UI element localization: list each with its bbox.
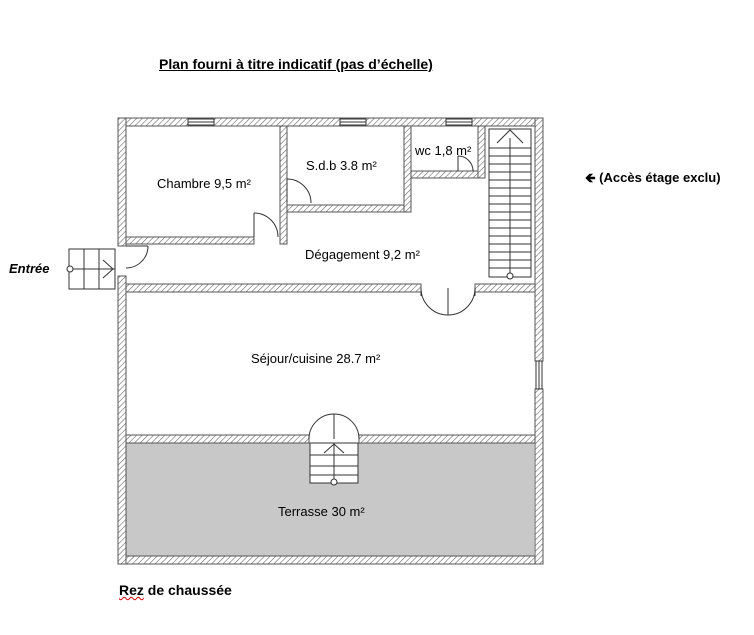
room-label-wc: wc 1,8 m² bbox=[415, 143, 472, 158]
entrance-label: Entrée bbox=[9, 261, 50, 276]
interior-walls bbox=[125, 125, 536, 444]
room-label-bathroom: S.d.b 3.8 m² bbox=[306, 158, 377, 173]
plan-title: Plan fourni à titre indicatif (pas d’éch… bbox=[159, 56, 433, 72]
upstairs-access-note: 🡸 (Accès étage exclu) bbox=[585, 170, 721, 185]
room-label-living: Séjour/cuisine 28.7 m² bbox=[251, 351, 381, 366]
level-label: Rez de chaussée bbox=[119, 582, 232, 598]
level-label-rest: de chaussée bbox=[143, 582, 232, 598]
room-label-terrace: Terrasse 30 m² bbox=[278, 504, 365, 519]
terrace-steps bbox=[309, 442, 359, 486]
entrance-steps bbox=[66, 248, 116, 290]
room-label-hallway: Dégagement 9,2 m² bbox=[305, 247, 420, 262]
level-label-underlined: Rez bbox=[119, 582, 144, 598]
windows bbox=[187, 118, 543, 390]
doors bbox=[125, 155, 476, 440]
staircase bbox=[488, 128, 532, 280]
room-label-bedroom: Chambre 9,5 m² bbox=[157, 176, 251, 191]
